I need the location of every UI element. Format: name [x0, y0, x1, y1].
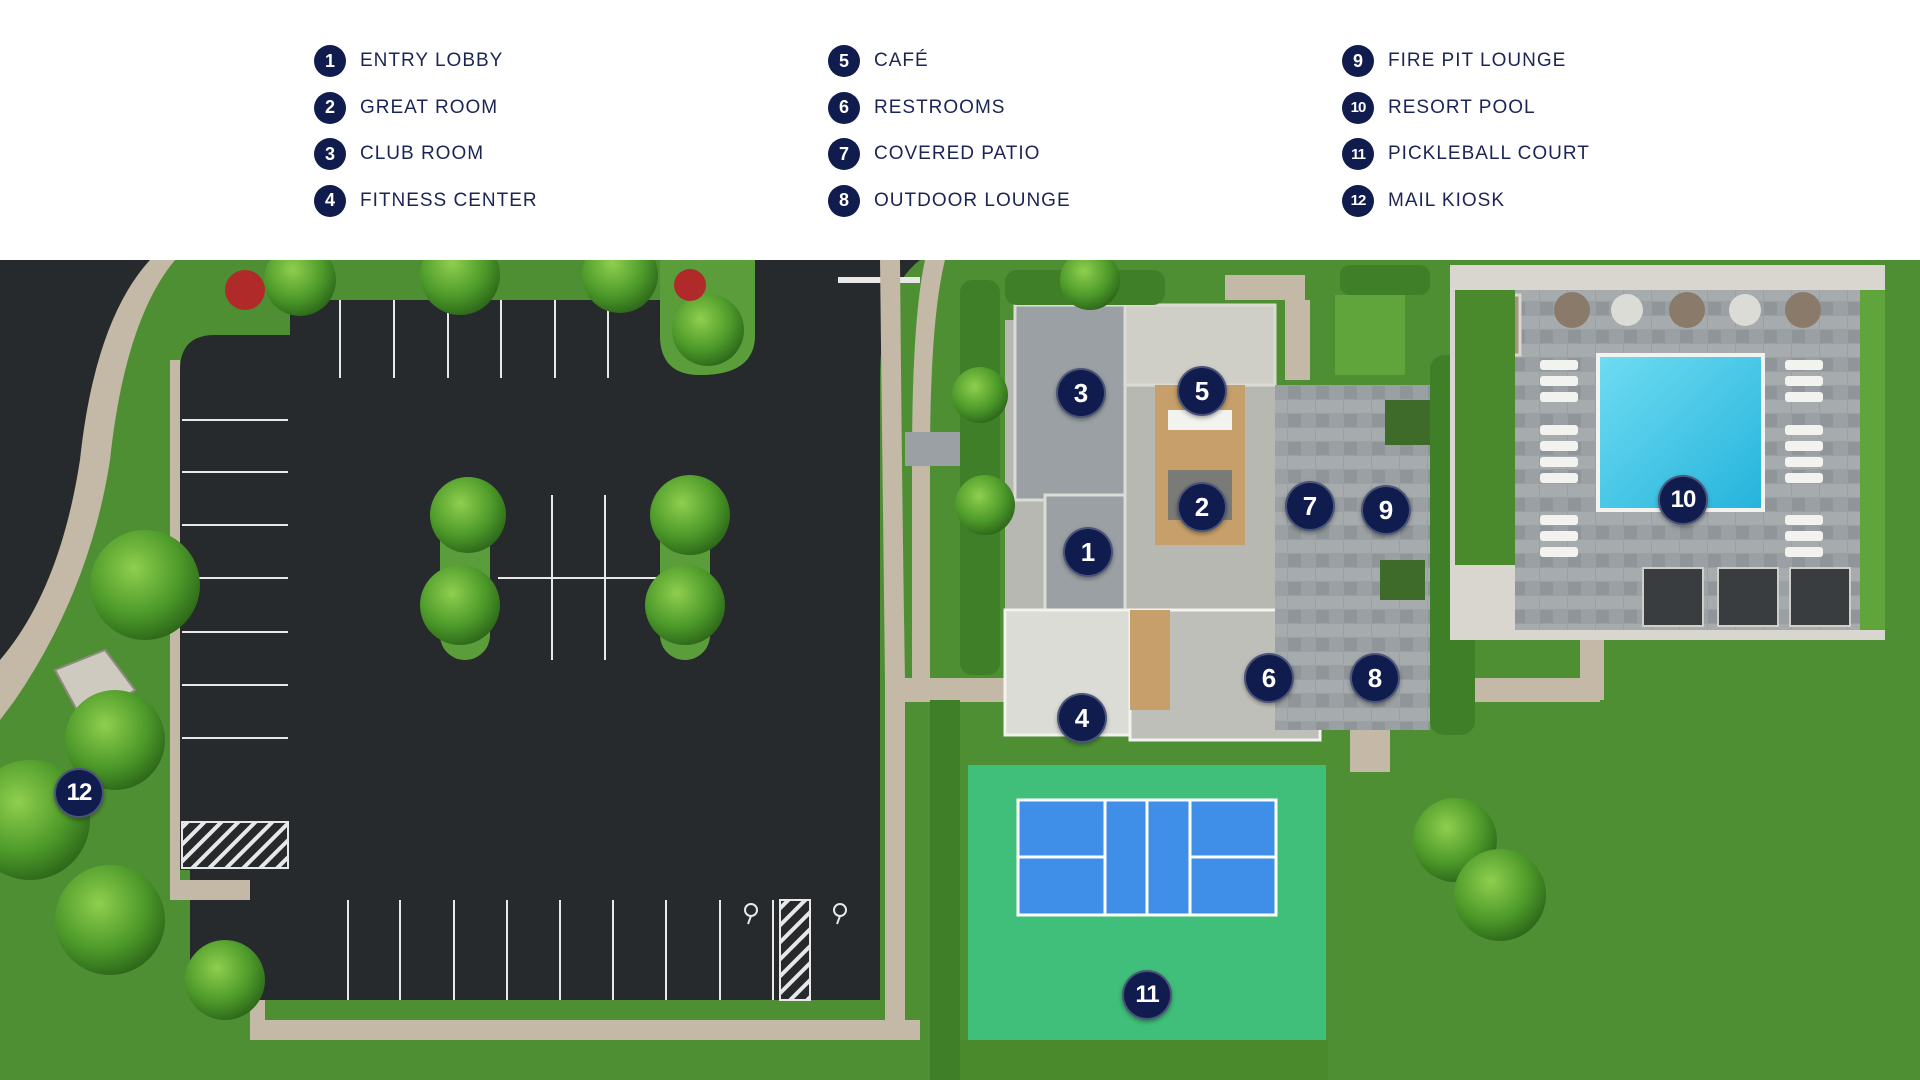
court-lines [1018, 800, 1276, 915]
marker-great-room[interactable]: 2 [1177, 482, 1227, 532]
legend-item-cafe: 5 CAFÉ [828, 38, 1071, 85]
legend: 1 ENTRY LOBBY 2 GREAT ROOM 3 CLUB ROOM 4… [0, 0, 1920, 260]
marker-restrooms[interactable]: 6 [1244, 653, 1294, 703]
legend-item-resort-pool: 10 RESORT POOL [1342, 85, 1590, 132]
sidewalk [912, 260, 945, 680]
walkway [1285, 300, 1310, 380]
marker-covered-patio[interactable]: 7 [1285, 481, 1335, 531]
legend-label: CAFÉ [874, 50, 929, 72]
legend-item-covered-patio: 7 COVERED PATIO [828, 131, 1071, 178]
site-plan-drawing [0, 260, 1920, 1080]
hedge [958, 1040, 1328, 1080]
red-shrubs [225, 269, 706, 310]
legend-badge: 12 [1342, 184, 1374, 217]
road [0, 260, 150, 660]
legend-label: COVERED PATIO [874, 143, 1041, 165]
legend-item-mail-kiosk: 12 MAIL KIOSK [1342, 178, 1590, 225]
legend-badge: 2 [314, 91, 346, 124]
marker-cafe[interactable]: 5 [1177, 366, 1227, 416]
legend-column-3: 9 FIRE PIT LOUNGE 10 RESORT POOL 11 PICK… [1342, 38, 1590, 224]
legend-label: RESTROOMS [874, 96, 1006, 118]
marker-fire-pit-lounge[interactable]: 9 [1361, 485, 1411, 535]
hedge [1455, 290, 1515, 565]
legend-column-2: 5 CAFÉ 6 RESTROOMS 7 COVERED PATIO 8 OUT… [828, 38, 1071, 224]
sidewalk [880, 260, 905, 1020]
legend-label: OUTDOOR LOUNGE [874, 189, 1071, 211]
lounge-chairs [1540, 360, 1823, 557]
legend-item-restrooms: 6 RESTROOMS [828, 85, 1071, 132]
lawn-panel [1335, 295, 1405, 375]
marker-pickleball-court[interactable]: 11 [1122, 970, 1172, 1020]
legend-label: GREAT ROOM [360, 96, 499, 118]
legend-badge: 3 [314, 138, 346, 171]
legend-column-1: 1 ENTRY LOBBY 2 GREAT ROOM 3 CLUB ROOM 4… [314, 38, 538, 224]
marker-club-room[interactable]: 3 [1056, 368, 1106, 418]
legend-item-fire-pit-lounge: 9 FIRE PIT LOUNGE [1342, 38, 1590, 85]
legend-label: MAIL KIOSK [1388, 189, 1505, 211]
legend-label: PICKLEBALL COURT [1388, 143, 1590, 165]
legend-item-entry-lobby: 1 ENTRY LOBBY [314, 38, 538, 85]
legend-label: RESORT POOL [1388, 96, 1536, 118]
cabanas [1642, 567, 1851, 627]
legend-badge: 11 [1342, 138, 1374, 171]
marker-entry-lobby[interactable]: 1 [1063, 527, 1113, 577]
legend-badge: 10 [1342, 91, 1374, 124]
legend-label: ENTRY LOBBY [360, 50, 504, 72]
legend-badge: 4 [314, 184, 346, 217]
legend-item-great-room: 2 GREAT ROOM [314, 85, 538, 132]
stop-line [838, 277, 920, 283]
legend-badge: 1 [314, 45, 346, 78]
walkway [1225, 275, 1305, 300]
marker-outdoor-lounge[interactable]: 8 [1350, 653, 1400, 703]
corridor [1130, 610, 1170, 710]
planter [1385, 400, 1430, 445]
marker-resort-pool[interactable]: 10 [1658, 475, 1708, 525]
marker-mail-kiosk[interactable]: 12 [54, 768, 104, 818]
legend-badge: 7 [828, 138, 860, 171]
ev-charging-icon [833, 903, 847, 925]
parking-lot [180, 260, 920, 1000]
mail-kiosk-structure [53, 648, 137, 727]
legend-item-outdoor-lounge: 8 OUTDOOR LOUNGE [828, 178, 1071, 225]
legend-item-fitness-center: 4 FITNESS CENTER [314, 178, 538, 225]
legend-item-pickleball-court: 11 PICKLEBALL COURT [1342, 131, 1590, 178]
legend-badge: 9 [1342, 45, 1374, 78]
no-parking-hatch [181, 821, 289, 869]
no-parking-hatch [779, 899, 811, 1001]
legend-label: FIRE PIT LOUNGE [1388, 50, 1567, 72]
table [1168, 410, 1232, 430]
hedge [1860, 290, 1885, 630]
legend-badge: 6 [828, 91, 860, 124]
hedge [930, 700, 960, 1080]
sidewalk [0, 260, 175, 720]
parking-stall-lines [182, 300, 774, 1000]
legend-badge: 8 [828, 184, 860, 217]
planter [1380, 560, 1425, 600]
legend-item-club-room: 3 CLUB ROOM [314, 131, 538, 178]
marker-fitness-center[interactable]: 4 [1057, 693, 1107, 743]
legend-label: FITNESS CENTER [360, 189, 538, 211]
ev-charging-icon [744, 903, 758, 925]
legend-badge: 5 [828, 45, 860, 78]
legend-label: CLUB ROOM [360, 143, 485, 165]
umbrellas [1554, 292, 1821, 328]
site-map: 1 2 3 4 5 6 7 8 9 10 11 12 [0, 260, 1920, 1080]
